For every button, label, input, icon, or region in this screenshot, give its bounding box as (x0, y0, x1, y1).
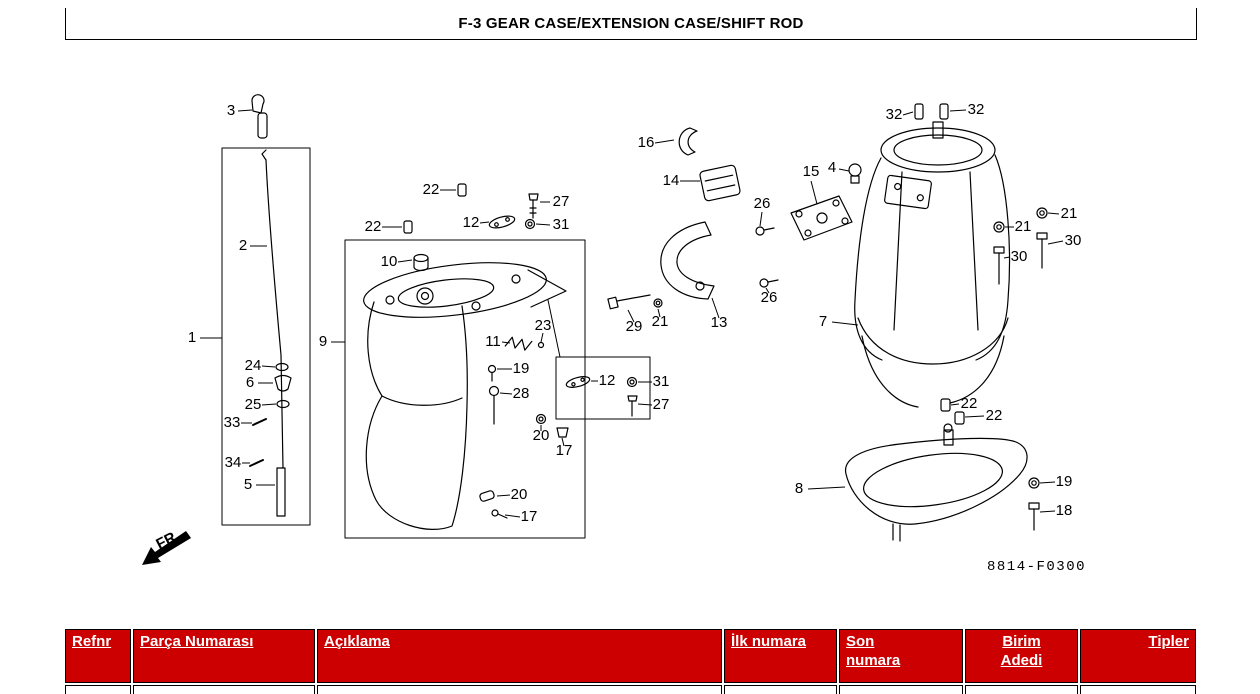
callout-label: 30 (1011, 248, 1028, 265)
callout-label: 20 (533, 427, 550, 444)
callout-label: 11 (485, 333, 501, 350)
callout-label: 21 (652, 313, 669, 330)
parts-diagram: 3 2 1 24 6 25 33 34 5 22 22 27 12 31 10 … (142, 94, 1086, 575)
callout-label: 31 (653, 373, 670, 390)
callout-label: 7 (819, 313, 827, 330)
callout-label: 25 (245, 396, 262, 413)
callout-label: 34 (225, 454, 242, 471)
col-header-description: Açıklama (317, 629, 722, 683)
callout-label: 23 (535, 317, 552, 334)
col-header-refnr-link[interactable]: Refnr (72, 633, 112, 650)
callout-label: 33 (224, 414, 241, 431)
callout-label: 24 (245, 357, 262, 374)
table-empty-row (65, 685, 1197, 694)
callout-label: 1 (188, 329, 196, 346)
empty-cell (724, 685, 837, 694)
callout-label: 9 (319, 333, 327, 350)
callout-label: 5 (244, 476, 252, 493)
callout-label: 18 (1056, 502, 1073, 519)
callout-label: 22 (961, 395, 978, 412)
callout-label: 2 (239, 237, 247, 254)
callout-label: 3 (227, 102, 235, 119)
drawing-number: 8814-F0300 (987, 559, 1086, 575)
mount-case (845, 423, 1028, 542)
callout-label: 22 (365, 218, 382, 235)
col-header-description-link[interactable]: Açıklama (324, 633, 390, 650)
callout-label: 10 (381, 253, 398, 270)
callout-label: 16 (638, 134, 655, 151)
col-header-part-number-link[interactable]: Parça Numarası (140, 633, 254, 650)
callout-label: 17 (521, 508, 538, 525)
parts-table: Refnr Parça Numarası Açıklama İlk numara… (65, 629, 1197, 694)
clamp-bracket-parts (607, 127, 862, 310)
empty-cell (317, 685, 722, 694)
col-header-first-number-link[interactable]: İlk numara (731, 633, 807, 650)
callout-label: 12 (463, 214, 480, 231)
callout-label: 19 (513, 360, 530, 377)
fr-label: FR. (153, 527, 182, 553)
callout-label: 20 (511, 486, 528, 503)
empty-cell (839, 685, 963, 694)
callout-label: 26 (754, 195, 771, 212)
empty-cell (965, 685, 1078, 694)
right-hardware (940, 207, 1048, 531)
callout-label: 14 (663, 172, 680, 189)
col-header-unit-qty: Birim Adedi (965, 629, 1078, 683)
callout-label: 30 (1065, 232, 1082, 249)
table-header-row: Refnr Parça Numarası Açıklama İlk numara… (65, 629, 1197, 683)
col-header-part-number: Parça Numarası (133, 629, 315, 683)
gear-case-hardware-top (403, 183, 539, 234)
callout-label: 27 (553, 193, 570, 210)
callout-label: 32 (886, 106, 903, 123)
leader-lines (200, 109, 1064, 518)
extension-case (854, 103, 1011, 408)
callout-label: 19 (1056, 473, 1073, 490)
empty-cell (65, 685, 131, 694)
callout-label: 32 (968, 101, 985, 118)
page-title: F-3 GEAR CASE/EXTENSION CASE/SHIFT ROD (458, 15, 804, 32)
callout-label: 8 (795, 480, 803, 497)
col-header-refnr: Refnr (65, 629, 131, 683)
page-title-bar: F-3 GEAR CASE/EXTENSION CASE/SHIFT ROD (65, 8, 1197, 40)
callout-label: 13 (711, 314, 728, 331)
shift-rod-assembly (221, 94, 311, 526)
callout-label: 15 (803, 163, 820, 180)
callout-label: 22 (423, 181, 440, 198)
empty-cell (1080, 685, 1196, 694)
col-header-last-number-link[interactable]: Son numara (846, 633, 901, 669)
callout-label: 6 (246, 374, 254, 391)
callout-label: 26 (761, 289, 778, 306)
col-header-types: Tipler (1080, 629, 1196, 683)
col-header-types-link[interactable]: Tipler (1148, 633, 1189, 650)
gear-case-assembly (344, 239, 586, 539)
shift-plate-box (555, 356, 651, 420)
col-header-last-number: Son numara (839, 629, 963, 683)
empty-cell (133, 685, 315, 694)
callout-label: 22 (986, 407, 1003, 424)
callout-label: 27 (653, 396, 670, 413)
col-header-unit-qty-link[interactable]: Birim Adedi (1000, 633, 1043, 669)
callout-label: 29 (626, 318, 643, 335)
callout-labels: 3 2 1 24 6 25 33 34 5 22 22 27 12 31 10 … (153, 101, 1086, 575)
callout-label: 21 (1061, 205, 1078, 222)
callout-label: 28 (513, 385, 530, 402)
col-header-first-number: İlk numara (724, 629, 837, 683)
callout-label: 4 (828, 159, 836, 176)
callout-label: 12 (599, 372, 616, 389)
callout-label: 31 (553, 216, 570, 233)
fr-arrow-icon (142, 531, 191, 565)
callout-label: 21 (1015, 218, 1032, 235)
callout-label: 17 (556, 442, 573, 459)
